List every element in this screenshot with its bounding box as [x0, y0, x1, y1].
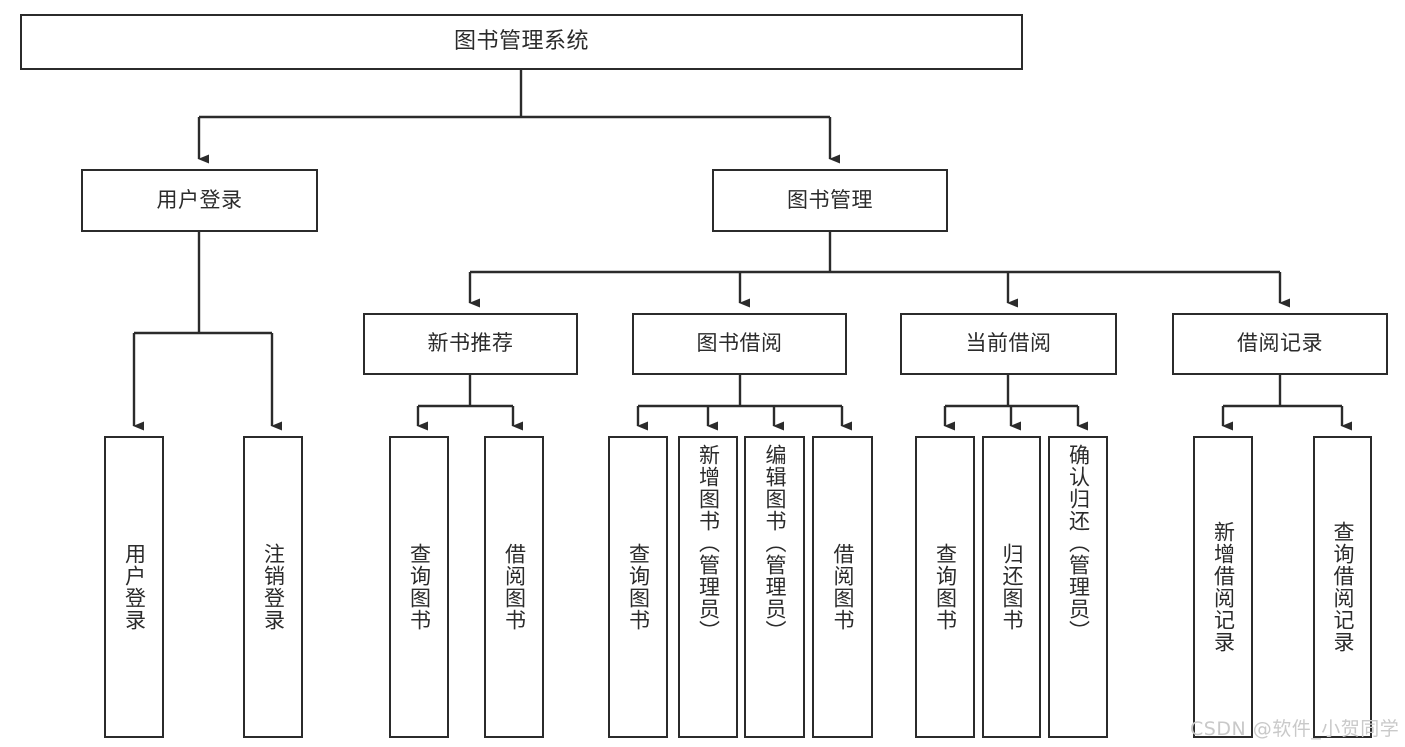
node-label: 借阅记录 [1237, 331, 1323, 356]
node-label: 用户登录 [122, 543, 147, 631]
node-label: 图书管理 [787, 187, 873, 212]
node-leaf-query-book-1[interactable]: 查询图书 [389, 436, 449, 738]
node-leaf-borrow-book-1[interactable]: 借阅图书 [484, 436, 544, 738]
node-book-management[interactable]: 图书管理 [712, 169, 948, 232]
node-leaf-user-login[interactable]: 用户登录 [104, 436, 164, 738]
node-leaf-query-book-3[interactable]: 查询图书 [915, 436, 975, 738]
csdn-watermark: CSDN @软件_小贺同学 [1190, 718, 1400, 740]
node-label: 查询图书 [626, 543, 651, 631]
node-label: 新书推荐 [427, 331, 514, 356]
node-label: 图书借阅 [696, 331, 783, 356]
node-user-login[interactable]: 用户登录 [81, 169, 318, 232]
node-label: 借阅图书 [502, 543, 527, 631]
node-label: 注销登录 [261, 543, 286, 631]
node-borrow-record[interactable]: 借阅记录 [1172, 313, 1388, 375]
node-book-borrow[interactable]: 图书借阅 [632, 313, 847, 375]
node-label: 借阅图书 [830, 543, 855, 631]
node-label: 新增图书（管理员） [696, 444, 721, 642]
node-root-book-management-system[interactable]: 图书管理系统 [20, 14, 1023, 70]
node-leaf-edit-book[interactable]: 编辑图书（管理员） [744, 436, 805, 738]
node-current-borrow[interactable]: 当前借阅 [900, 313, 1117, 375]
node-label: 查询图书 [933, 543, 958, 631]
node-leaf-add-borrow-record[interactable]: 新增借阅记录 [1193, 436, 1253, 738]
node-label: 新增借阅记录 [1211, 521, 1236, 653]
node-label: 归还图书 [999, 543, 1024, 631]
node-label: 当前借阅 [965, 331, 1052, 356]
node-label: 编辑图书（管理员） [762, 444, 787, 642]
node-leaf-add-book[interactable]: 新增图书（管理员） [678, 436, 738, 738]
node-label: 用户登录 [156, 187, 243, 212]
node-leaf-query-borrow-record[interactable]: 查询借阅记录 [1313, 436, 1372, 738]
node-label: 图书管理系统 [453, 28, 589, 54]
node-leaf-confirm-return[interactable]: 确认归还（管理员） [1048, 436, 1108, 738]
node-new-book-recommend[interactable]: 新书推荐 [363, 313, 578, 375]
node-leaf-return-book[interactable]: 归还图书 [982, 436, 1041, 738]
node-leaf-borrow-book-2[interactable]: 借阅图书 [812, 436, 873, 738]
node-leaf-query-book-2[interactable]: 查询图书 [608, 436, 668, 738]
node-leaf-logout-login[interactable]: 注销登录 [243, 436, 303, 738]
node-label: 查询借阅记录 [1330, 521, 1355, 653]
node-label: 查询图书 [407, 543, 432, 631]
node-label: 确认归还（管理员） [1066, 444, 1091, 642]
